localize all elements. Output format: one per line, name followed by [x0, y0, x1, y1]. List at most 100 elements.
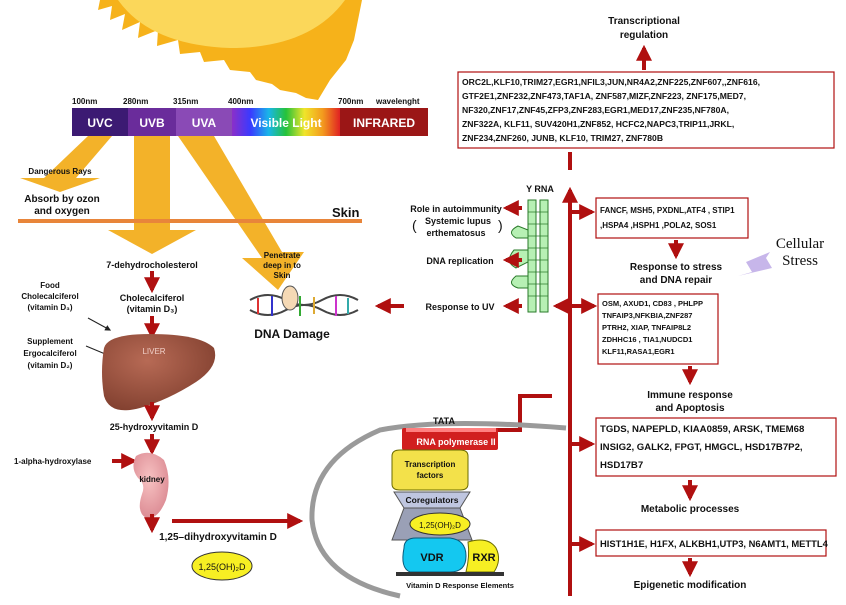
dna-helix-icon — [249, 285, 359, 316]
ligand-ellipse-label: 1,25(OH)₂D — [198, 562, 246, 572]
immune-genes-box — [597, 293, 719, 365]
immune-response-label-2: and Apoptosis — [655, 403, 725, 414]
metabolic-genes-line-1: TGDS, NAPEPLD, KIAA0859, ARSK, TMEM68 — [600, 424, 805, 435]
band-uva — [176, 108, 232, 136]
cellular-stress-label-2: Stress — [782, 253, 818, 269]
transcriptional-title-1: Transcriptional — [608, 16, 680, 27]
band-uvc — [72, 108, 128, 136]
immune-genes-line-1: OSM, AXUD1, CD83 , PHLPP — [602, 299, 703, 308]
polymerase-to-trunk — [496, 394, 552, 432]
rna-polymerase-highlight — [406, 428, 496, 432]
epigenetic-label: Epigenetic modification — [634, 580, 747, 591]
spectrum-bar: UVC UVB UVA Visible Light INFRARED 100nm… — [72, 97, 428, 136]
stress-response-label-1: Response to stress — [630, 262, 723, 273]
supplement-label-3: (vitamin D₂) — [28, 361, 73, 370]
wavelength-280: 280nm — [123, 97, 148, 106]
absorb-label-2: and oxygen — [34, 206, 90, 217]
transcription-factors-label-2: factors — [417, 471, 444, 480]
response-uv-label: Response to UV — [425, 302, 494, 312]
rxr-label: RXR — [472, 552, 495, 564]
immune-response-label-1: Immune response — [647, 390, 733, 401]
kidney-label: kidney — [139, 475, 165, 484]
immune-genes-line-5: KLF11,RASA1,EGR1 — [602, 347, 675, 356]
penetrate-label-2: deep in to — [263, 261, 301, 270]
coregulators-label: Coregulators — [406, 495, 459, 505]
band-uvb-label: UVB — [139, 116, 165, 130]
metabolic-genes-box — [595, 417, 837, 477]
dehydrocholesterol-label: 7-dehydrocholesterol — [106, 260, 198, 270]
transcription-genes-line-1: ORC2L,KLF10,TRIM27,EGR1,NFIL3,JUN,NR4A2,… — [462, 77, 760, 87]
autoimmunity-label-2: Systemic lupus — [425, 216, 491, 226]
tata-label: TATA — [433, 416, 455, 426]
vdr-ligand-label: 1,25(OH)₂D — [419, 521, 461, 530]
dangerous-rays-label: Dangerous Rays — [28, 167, 92, 176]
band-visible — [232, 108, 340, 136]
band-uvc-label: UVC — [87, 116, 113, 130]
paren-open: ( — [412, 217, 417, 233]
supplement-label-1: Supplement — [27, 337, 73, 346]
cellular-stress-arrow-icon — [738, 252, 772, 276]
epigenetic-genes-box — [595, 529, 827, 557]
transcription-genes-line-2: GTF2E1,ZNF232,ZNF473,TAF1A, ZNF587,MIZF,… — [462, 91, 746, 101]
vdr-label: VDR — [420, 552, 443, 564]
nucleus-membrane — [309, 420, 567, 599]
transcriptional-title-2: regulation — [620, 30, 668, 41]
transcription-genes-line-5: ZNF234,ZNF260, JUNB, KLF10, TRIM27, ZNF7… — [462, 133, 663, 143]
band-infrared-label: INFRARED — [353, 116, 415, 130]
vdre-label: Vitamin D Response Elements — [406, 581, 514, 590]
hydroxyvitamin-25-label: 25-hydroxyvitamin D — [110, 422, 199, 432]
dna-damage-label: DNA Damage — [254, 327, 330, 341]
rna-polymerase-box — [402, 428, 498, 450]
epigenetic-genes-line: HIST1H1E, H1FX, ALKBH1,UTP3, N6AMT1, MET… — [600, 538, 829, 549]
y-rna-rungs — [528, 211, 548, 297]
vdre-dna-bar — [396, 572, 504, 576]
paren-close: ) — [498, 217, 503, 233]
food-pointer — [87, 317, 112, 331]
autoimmunity-label-3: erthematosus — [426, 228, 485, 238]
liver-label: LIVER — [142, 347, 165, 356]
penetrate-label-1: Penetrate — [264, 251, 301, 260]
rna-polymerase-label: RNA polymerase II — [416, 437, 495, 447]
food-label-3: (vitamin D₃) — [27, 303, 72, 312]
metabolic-genes-line-2: INSIG2, GALK2, FPGT, HMGCL, HSD17B7P2, — [600, 442, 803, 453]
skin-label: Skin — [332, 205, 360, 220]
stress-genes-line-1: FANCF, MSH5, PXDNL,ATF4 , STIP1 — [600, 206, 735, 215]
penetrate-label-3: Skin — [274, 271, 291, 280]
band-uva-label: UVA — [192, 116, 217, 130]
y-rna-structure — [509, 199, 549, 313]
vdr-ligand-ellipse — [409, 512, 471, 536]
food-label-1: Food — [40, 281, 60, 290]
ligand-ellipse — [191, 551, 253, 581]
wavelength-label: wavelenght — [375, 97, 420, 106]
transcription-factors-box — [391, 449, 469, 491]
band-visible-label: Visible Light — [250, 116, 321, 130]
immune-genes-line-4: ZDHHC16 , TIA1,NUDCD1 — [602, 335, 692, 344]
cholecalciferol-label-1: Cholecalciferol — [120, 293, 185, 303]
metabolic-label: Metabolic processes — [641, 504, 740, 515]
immune-genes-line-2: TNFAIP3,NFKBIA,ZNF287 — [602, 311, 692, 320]
transcription-genes-box — [457, 71, 835, 149]
wavelength-700: 700nm — [338, 97, 363, 106]
alpha-hydroxylase-label: 1-alpha-hydroxylase — [14, 457, 92, 466]
food-label-2: Cholecalciferol — [21, 292, 78, 301]
transcription-genes-line-4: ZNF322A, KLF11, SUV420H1,ZNF852, HCFC2,N… — [462, 119, 734, 129]
wavelength-100: 100nm — [72, 97, 97, 106]
liver-illustration — [102, 334, 216, 411]
dna-replication-label: DNA replication — [426, 256, 493, 266]
autoimmunity-label-1: Role in autoimmunity — [410, 204, 502, 214]
sun-illustration — [98, 0, 362, 100]
stress-genes-line-2: ,HSPA4 ,HSPH1 ,POLA2, SOS1 — [600, 221, 717, 230]
transcription-genes-line-3: NF320,ZNF17,ZNF45,ZFP3,ZNF283,EGR1,MED17… — [462, 105, 729, 115]
cholecalciferol-label-2: (vitamin D₃) — [127, 304, 178, 314]
cellular-stress-label-1: Cellular — [776, 236, 824, 252]
stress-response-label-2: and DNA repair — [640, 275, 713, 286]
transcription-factors-label-1: Transcription — [405, 460, 456, 469]
wavelength-400: 400nm — [228, 97, 253, 106]
stress-genes-box — [595, 197, 749, 239]
y-rna-label: Y RNA — [526, 184, 554, 194]
dihydroxyvitamin-label: 1,25–dihydroxyvitamin D — [159, 532, 277, 543]
wavelength-315: 315nm — [173, 97, 198, 106]
kidney-illustration — [133, 452, 169, 519]
vdr-shape — [402, 537, 467, 573]
